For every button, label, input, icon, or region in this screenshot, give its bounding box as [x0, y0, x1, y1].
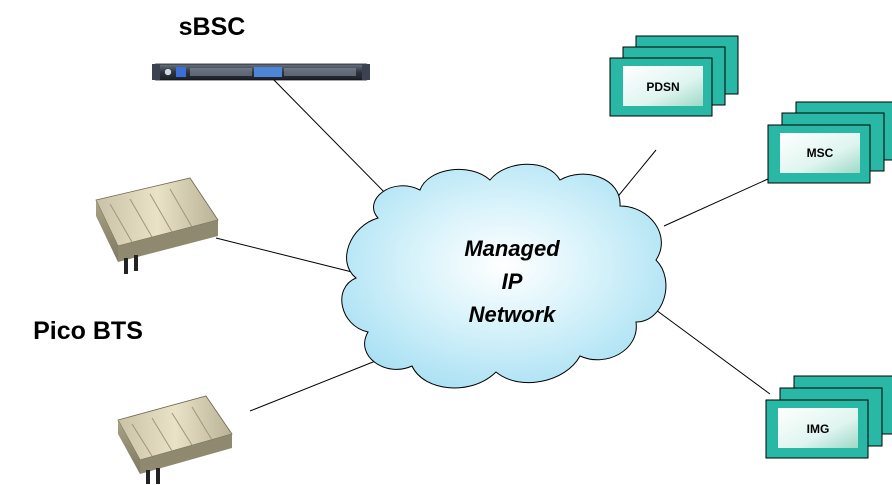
card-face: [778, 408, 858, 448]
bts-front-face: [118, 420, 140, 474]
bts-fin: [151, 417, 173, 452]
bts-fin: [131, 423, 153, 457]
card-face: [780, 133, 860, 173]
link-bts1-cloud: [215, 237, 365, 276]
bts-antenna-port: [156, 468, 160, 484]
link-cloud-msc: [663, 178, 769, 227]
pico-bts-label: Pico BTS: [33, 317, 143, 345]
pdsn-node: PDSN: [609, 35, 739, 117]
img-label: IMG: [807, 422, 830, 436]
rack-vent-left: [190, 68, 252, 76]
power-button-icon: [164, 68, 172, 76]
link-cloud-img: [655, 309, 771, 395]
link-bts2-cloud: [249, 359, 379, 412]
sbsc-server: sBSC: [152, 13, 370, 81]
connections: [215, 77, 771, 412]
rack-vent-right: [284, 68, 356, 76]
msc-node: MSC: [767, 101, 892, 184]
bts-side-face: [118, 220, 218, 262]
img-node: IMG: [765, 375, 892, 459]
bts-antenna-port: [146, 470, 150, 484]
rack-badge: [176, 67, 186, 77]
bts-side-face: [140, 434, 232, 474]
msc-label: MSC: [807, 146, 834, 160]
bts-fin: [171, 412, 193, 446]
bts-fin: [169, 188, 193, 228]
bts-front-face: [96, 200, 118, 262]
sbsc-label: sBSC: [179, 13, 246, 41]
rack-ear-left: [152, 64, 160, 80]
ip-network-cloud: Managed IP Network: [341, 163, 667, 389]
link-cloud-pdsn: [614, 149, 657, 201]
cloud-label-line1: Managed: [464, 236, 560, 261]
cloud-shape: [341, 163, 667, 389]
card-face: [623, 66, 703, 106]
bts-antenna-port: [134, 255, 138, 271]
bts-fin: [109, 203, 133, 243]
bts-fin: [191, 406, 213, 441]
bts-antenna-port: [124, 258, 128, 274]
cloud-label-line3: Network: [469, 302, 558, 327]
pico-bts-2: [117, 395, 233, 484]
cloud-label-line2: IP: [502, 269, 523, 294]
bts-fin: [129, 198, 153, 238]
rack-ear-right: [362, 64, 370, 80]
bts-fin: [149, 193, 173, 233]
rack-logo-plate: [254, 67, 282, 77]
link-sbsc-cloud: [271, 77, 393, 201]
pdsn-label: PDSN: [646, 80, 679, 94]
pico-bts-1: [95, 177, 219, 274]
